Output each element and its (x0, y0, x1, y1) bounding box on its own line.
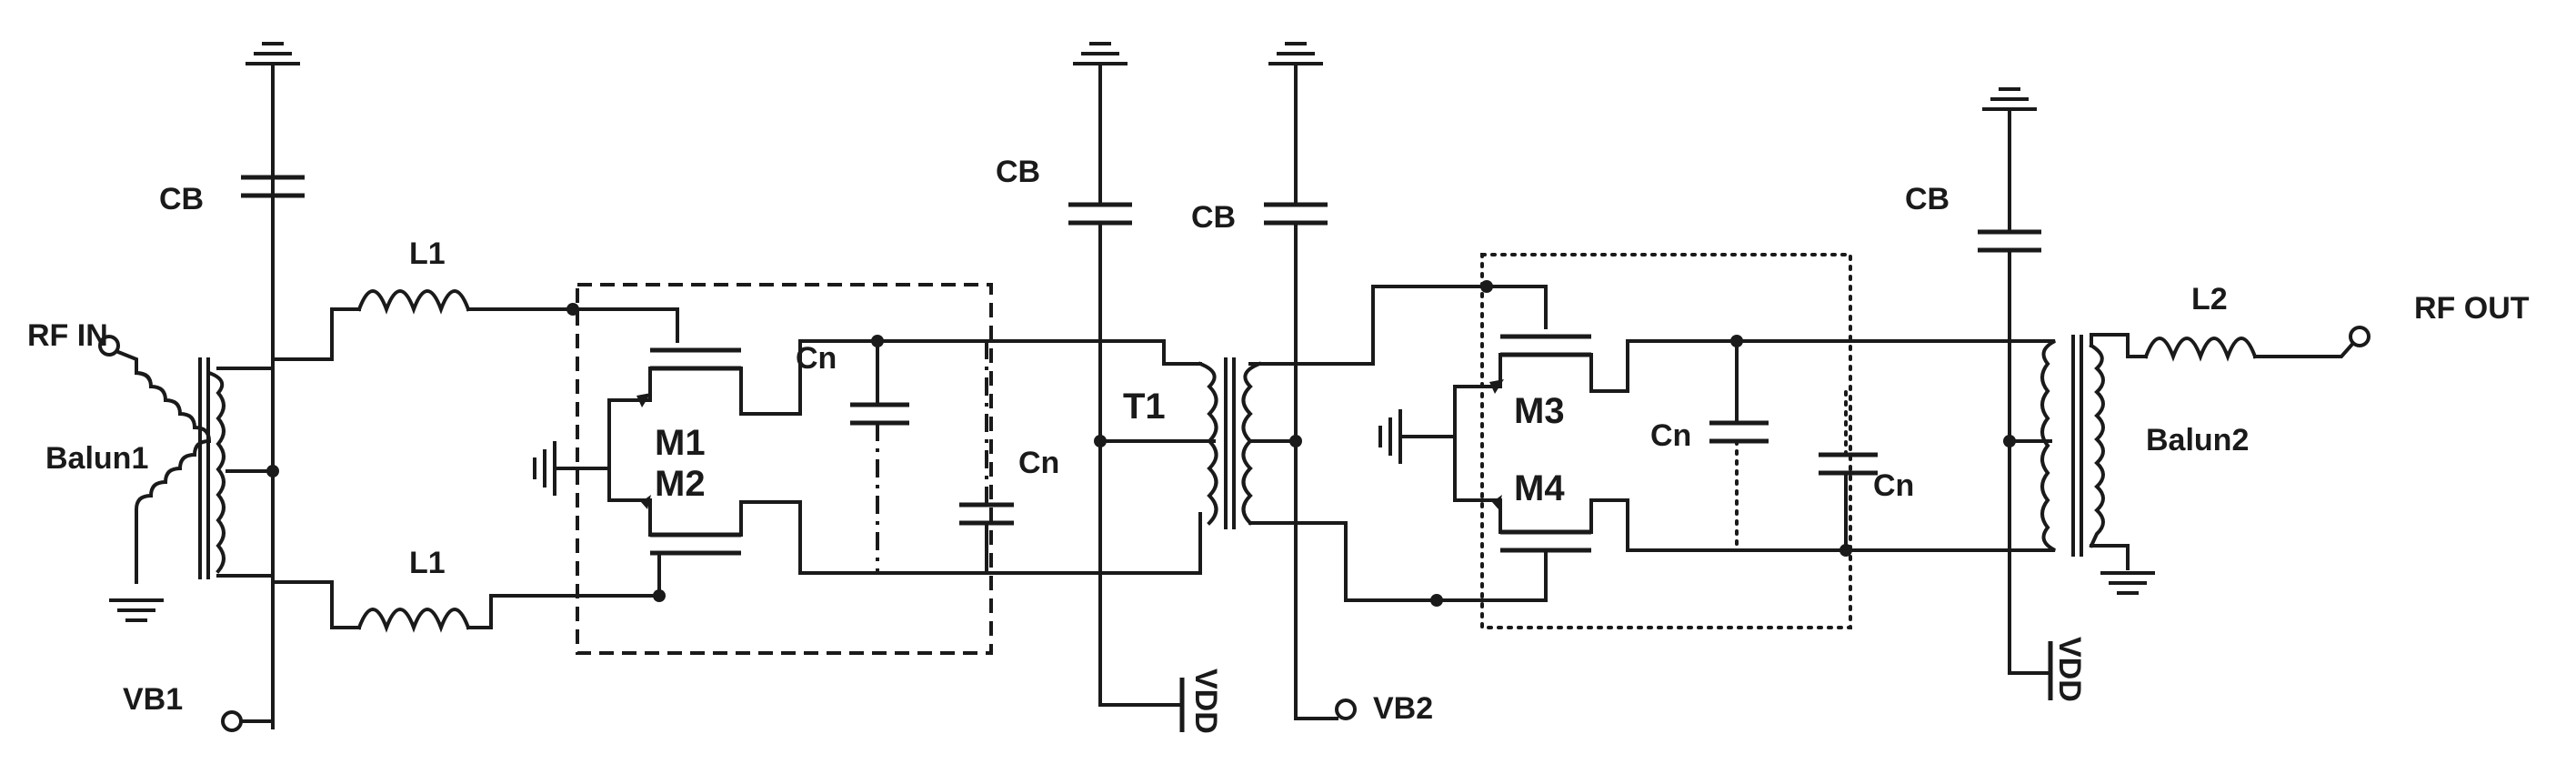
vb1-terminal[interactable] (221, 710, 243, 732)
ground-icon (246, 42, 300, 65)
balun1-bottom-tap (216, 574, 334, 629)
ground-icon (1268, 42, 1323, 65)
cn-label: Cn (1650, 418, 1691, 453)
junction (1430, 594, 1443, 607)
rf-in-label: RF IN (27, 318, 108, 353)
l1-label-bottom: L1 (409, 546, 446, 580)
vb2-label: VB2 (1373, 691, 1433, 726)
cb-label: CB (996, 155, 1040, 189)
m1-label: M1 (655, 423, 706, 463)
l1-inductor-top (330, 289, 584, 315)
t1-label: T1 (1123, 387, 1166, 427)
ground-icon (1982, 87, 2037, 111)
cb-label: CB (159, 182, 204, 216)
cn-label: Cn (796, 341, 837, 376)
rf-in-terminal[interactable] (98, 335, 120, 357)
l2-inductor (2143, 337, 2358, 362)
ground-icon (533, 441, 556, 496)
junction (653, 589, 666, 602)
t1-transformer (1198, 357, 1262, 529)
cb-label: CB (1905, 182, 1950, 216)
balun1-label: Balun1 (45, 441, 148, 476)
vdd-label: VDD (2052, 637, 2087, 702)
vdd-label: VDD (1188, 668, 1223, 734)
l2-label: L2 (2191, 282, 2228, 317)
ground-icon (1073, 42, 1128, 65)
l1-label-top: L1 (409, 236, 446, 271)
cn-label: Cn (1018, 446, 1059, 480)
l1-inductor-bottom (330, 594, 661, 633)
ground-icon (109, 598, 164, 622)
m3-label: M3 (1514, 391, 1565, 431)
stage2-core-boundary (1480, 253, 1852, 629)
ground-icon (2100, 571, 2155, 595)
rf-out-terminal[interactable] (2349, 326, 2371, 347)
balun2-label: Balun2 (2146, 423, 2249, 457)
input-balun-1 (111, 347, 226, 584)
vb1-label: VB1 (123, 682, 183, 717)
m2-label: M2 (655, 464, 706, 504)
cn-label: Cn (1873, 468, 1914, 503)
m4-label: M4 (1514, 468, 1565, 508)
output-balun-2 (1999, 333, 2148, 570)
ground-icon (1378, 409, 1402, 464)
vb2-terminal[interactable] (1335, 699, 1357, 720)
balun1-top-tap (216, 307, 334, 370)
rf-out-label: RF OUT (2414, 291, 2530, 326)
stage1-core-boundary (576, 283, 993, 655)
cb-label: CB (1191, 200, 1236, 235)
